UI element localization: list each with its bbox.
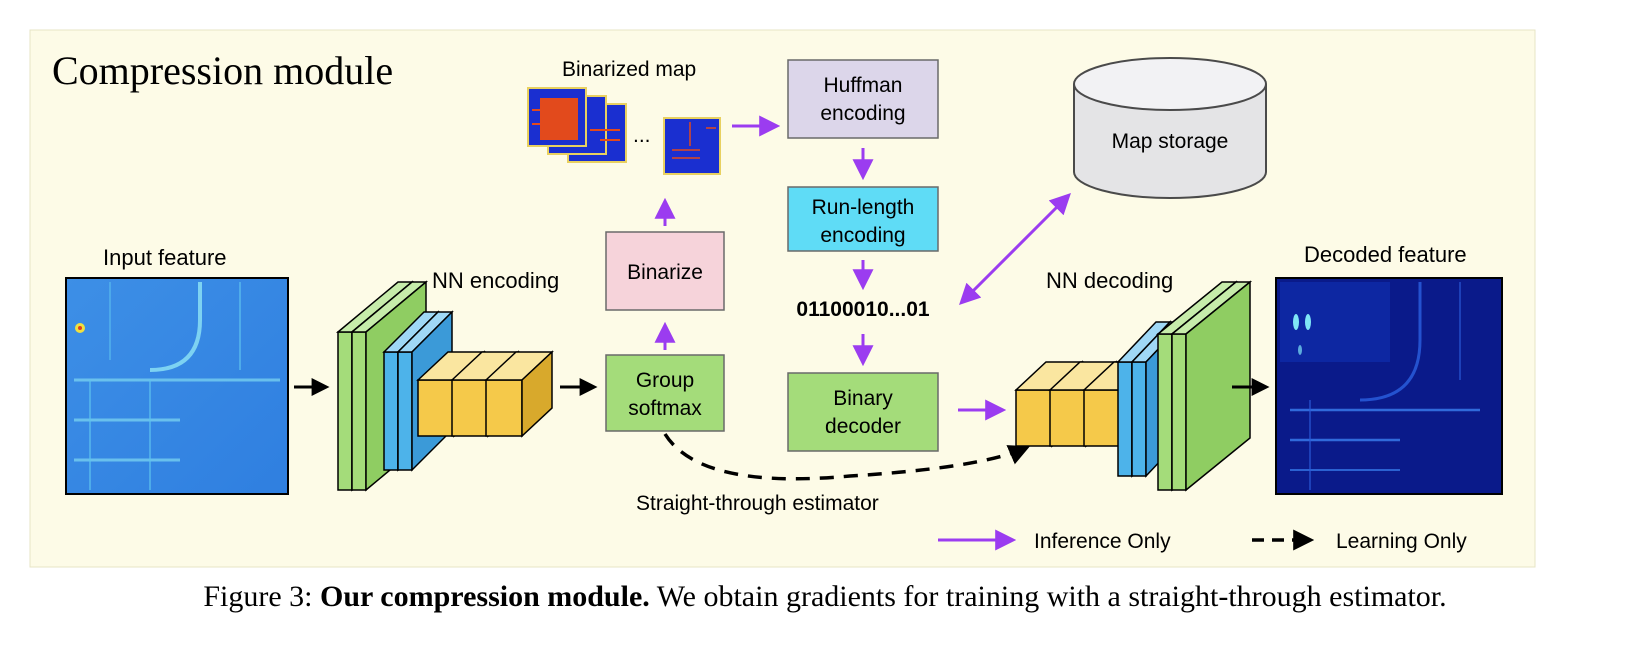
caption-rest: We obtain gradients for training with a … — [649, 580, 1447, 613]
straight-through-estimator-curve — [663, 433, 1030, 481]
binary-decoder-box: Binary decoder — [787, 372, 939, 452]
huffman-encoding-box: Huffman encoding — [787, 59, 939, 139]
binarized-map-ellipsis: ... — [633, 124, 651, 147]
binarize-text: Binarize — [627, 261, 703, 284]
decoded-feature-label: Decoded feature — [1304, 242, 1467, 267]
decoded-feature-image — [1275, 277, 1503, 495]
input-feature-label: Input feature — [103, 245, 227, 270]
runlength-text-2: encoding — [820, 224, 905, 247]
module-title: Compression module — [52, 48, 393, 93]
caption-prefix: Figure 3: — [203, 580, 321, 613]
binary-decoder-text-1: Binary — [833, 387, 893, 410]
legend: Inference Only Learning Only — [938, 529, 1467, 553]
group-softmax-text-1: Group — [636, 369, 694, 392]
binary-decoder-text-2: decoder — [825, 415, 901, 438]
nn-decoding-stack — [1014, 280, 1253, 492]
huffman-text-2: encoding — [820, 102, 905, 125]
huffman-text-1: Huffman — [824, 74, 903, 97]
nn-encoding-label: NN encoding — [432, 268, 559, 293]
nn-encoding-stack — [335, 280, 554, 492]
encoder-yellow-cube-3 — [484, 350, 554, 438]
binarized-map-last — [663, 117, 721, 175]
binarized-map-label: Binarized map — [562, 58, 696, 81]
group-softmax-text-2: softmax — [628, 397, 702, 420]
straight-through-label: Straight-through estimator — [636, 492, 879, 515]
nn-decoding-label: NN decoding — [1046, 268, 1173, 293]
group-softmax-box: Group softmax — [605, 354, 725, 432]
bitstream-text: 01100010...01 — [796, 298, 929, 321]
runlength-text-1: Run-length — [812, 196, 915, 219]
binarized-map-stack — [527, 87, 627, 163]
legend-inference-text: Inference Only — [1034, 530, 1171, 553]
map-storage-text: Map storage — [1112, 130, 1229, 153]
binarize-box: Binarize — [605, 231, 725, 311]
map-storage-cylinder: Map storage — [1073, 57, 1267, 199]
bitstream-storage-arrow — [959, 193, 1071, 305]
input-feature-image — [65, 277, 289, 495]
decoder-green-layer-2 — [1169, 280, 1253, 492]
caption-bold: Our compression module. — [320, 580, 650, 613]
runlength-encoding-box: Run-length encoding — [787, 186, 939, 252]
legend-learning-text: Learning Only — [1336, 530, 1467, 553]
figure-caption: Figure 3: Our compression module. We obt… — [0, 580, 1650, 614]
